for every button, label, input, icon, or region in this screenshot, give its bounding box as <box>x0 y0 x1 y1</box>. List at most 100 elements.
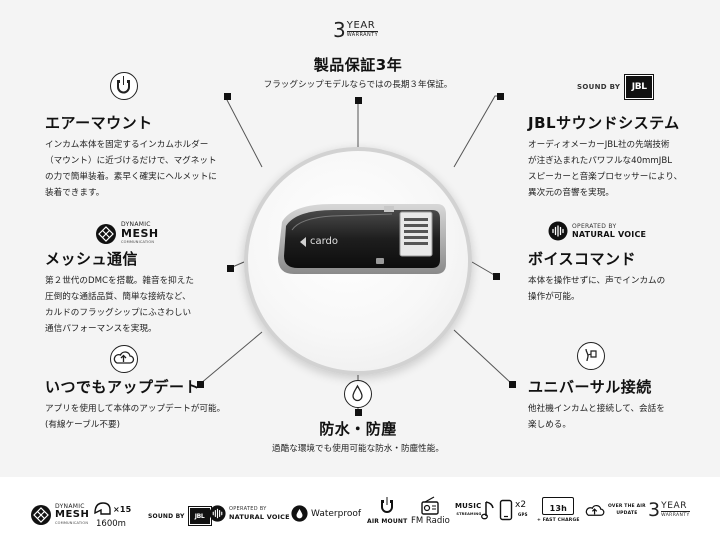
air-mount-desc-line: （マウント）に近づけるだけで、マグネット <box>45 156 217 166</box>
jbl-badge: JBL <box>626 76 653 98</box>
sound-by-jbl-logo: SOUND BY JBL <box>577 74 655 100</box>
air-mount-desc-line: 装着できます。 <box>45 188 105 198</box>
operated-by-text: OPERATED BY <box>572 222 617 230</box>
feature-panel: 3 YEAR WARRANTY 製品保証3年 フラッグシップモデルならではの長期… <box>0 0 720 477</box>
air-mount-desc-line: の力で簡単装着。素早く確実にヘルメットに <box>45 172 217 182</box>
connector-dot <box>224 93 231 100</box>
jbl-desc-line: が注ぎ込まれたパワフルな40mmJBL <box>528 156 673 166</box>
sound-by-text: SOUND BY <box>577 83 621 91</box>
footer-warranty-number: 3 <box>648 499 661 521</box>
footer-air-mount-text: AIR MOUNT <box>367 518 408 525</box>
footer-mesh-tiny: COMMUNICATION <box>55 521 89 525</box>
connector-dot <box>493 273 500 280</box>
footer-fm-radio: FM Radio <box>411 496 450 526</box>
footer-mesh-logo: DYNAMIC MESH COMMUNICATION <box>30 503 89 527</box>
radio-icon <box>421 496 440 515</box>
dynamic-mesh-logo: DYNAMIC MESH COMMUNICATION <box>95 220 159 247</box>
footer-air-mount: AIR MOUNT <box>367 496 407 525</box>
jbl-title: JBLサウンドシステム <box>528 114 680 132</box>
universal-connect-icon <box>577 342 605 370</box>
cloud-update-icon <box>585 504 605 516</box>
natural-voice-text: NATURAL VOICE <box>572 229 647 239</box>
universal-block: ユニバーサル接続 他社機インカムと接続して、会話を 楽しめる。 <box>528 376 665 433</box>
footer-natural-voice-text: NATURAL VOICE <box>229 513 290 521</box>
footer-mesh-big: MESH <box>55 509 90 520</box>
phone-icon <box>499 499 513 521</box>
waterproof-title: 防水・防塵 <box>319 420 397 438</box>
warranty-block: 製品保証3年 フラッグシップモデルならではの長期３年保証。 <box>258 54 458 93</box>
update-title: いつでもアップデート <box>45 378 201 396</box>
voice-desc-line: 本体を操作せずに、声でインカムの <box>528 276 666 286</box>
connector-dot <box>355 409 362 416</box>
device-brand-text: cardo <box>310 236 338 247</box>
jbl-desc-line: 異次元の音響を実現。 <box>528 188 614 198</box>
update-desc-line: (有線ケーブル不要) <box>45 420 120 430</box>
air-mount-desc-line: インカム本体を固定するインカムホルダー <box>45 140 209 150</box>
voice-wave-icon <box>548 221 568 241</box>
footer-battery-hours: 13h <box>549 504 568 513</box>
footer-waterproof: Waterproof <box>291 505 361 522</box>
range-distance: 1600m <box>96 519 126 529</box>
connector-dot <box>197 381 204 388</box>
voice-wave-icon <box>209 505 226 522</box>
warranty-title: 製品保証3年 <box>313 56 403 74</box>
footer-warranty: 3 YEAR WARRANTY <box>648 501 690 520</box>
footer-sound-by: SOUND BY <box>148 512 185 520</box>
waterproof-desc: 過酷な環境でも使用可能な防水・防塵性能。 <box>272 444 444 454</box>
jbl-desc-line: オーディオメーカーJBL社の先端技術 <box>528 140 670 150</box>
update-block: いつでもアップデート アプリを使用して本体のアップデートが可能。 (有線ケーブル… <box>45 376 225 433</box>
mesh-title: メッシュ通信 <box>45 250 139 268</box>
air-mount-title: エアーマウント <box>45 114 153 132</box>
update-desc-line: アプリを使用して本体のアップデートが可能。 <box>45 404 226 414</box>
waterproof-block: 防水・防塵 過酷な環境でも使用可能な防水・防塵性能。 <box>258 418 458 457</box>
magnet-icon <box>381 497 394 513</box>
warranty-years-number: 3 <box>333 18 346 42</box>
footer-gps: x2 GPS <box>499 499 528 521</box>
footer-music-text: MUSIC <box>455 502 482 510</box>
mesh-desc-line: カルドのフラッグシップにふさわしい <box>45 308 192 318</box>
voice-title: ボイスコマンド <box>528 250 637 268</box>
footer-jbl-badge: JBL <box>189 508 210 524</box>
helmet-icon <box>94 502 111 515</box>
footer-fm-radio-text: FM Radio <box>411 516 450 526</box>
connector-dot <box>497 93 504 100</box>
mesh-logo-big: MESH <box>121 227 159 240</box>
footer-gps-text: GPS <box>518 512 528 517</box>
cardo-device-image: cardo <box>278 204 446 274</box>
footer-warranty-year: YEAR <box>661 501 688 511</box>
mesh-block: メッシュ通信 第２世代のDMCを搭載。雑音を抑えた 圧倒的な通話品質、簡単な接続… <box>45 248 194 337</box>
water-drop-icon <box>291 505 308 522</box>
cloud-update-icon <box>110 345 138 373</box>
footer-jbl: SOUND BY JBL <box>148 506 212 526</box>
feature-icon-strip: DYNAMIC MESH COMMUNICATION ×15 1600m SOU… <box>0 477 720 554</box>
mesh-logo-small: DYNAMIC <box>121 221 151 228</box>
footer-ota-line1: OVER THE AIR <box>608 504 646 509</box>
footer-ota-update: OVER THE AIR UPDATE <box>584 501 646 519</box>
footer-mesh-small: DYNAMIC <box>55 503 85 510</box>
music-note-icon <box>481 501 495 520</box>
footer-warranty-word: WARRANTY <box>661 511 690 518</box>
mesh-desc-line: 圧倒的な通話品質、簡単な接続など、 <box>45 292 191 302</box>
voice-block: ボイスコマンド 本体を操作せずに、声でインカムの 操作が可能。 <box>528 248 665 305</box>
voice-desc-line: 操作が可能。 <box>528 292 580 302</box>
mesh-desc-line: 通信パフォーマンスを実現。 <box>45 324 157 334</box>
footer-music-streaming: MUSIC STREAMING <box>455 499 495 521</box>
footer-streaming-text: STREAMING <box>456 512 482 516</box>
footer-fast-charge: + FAST CHARGE <box>537 518 580 523</box>
magnet-icon <box>110 72 138 100</box>
footer-operated-by: OPERATED BY <box>229 506 267 512</box>
warranty-year-word: YEAR <box>346 20 376 31</box>
universal-desc-line: 他社機インカムと接続して、会話を <box>528 404 665 414</box>
warranty-desc: フラッグシップモデルならではの長期３年保証。 <box>263 80 453 90</box>
footer-natural-voice: OPERATED BY NATURAL VOICE <box>209 505 290 522</box>
footer-battery: 13h + FAST CHARGE <box>537 497 580 523</box>
jbl-block: JBLサウンドシステム オーディオメーカーJBL社の先端技術 が注ぎ込まれたパワ… <box>528 112 682 201</box>
universal-title: ユニバーサル接続 <box>528 378 652 396</box>
mesh-icon <box>96 223 116 244</box>
footer-waterproof-text: Waterproof <box>311 508 362 519</box>
cardo-logo-icon <box>300 237 306 247</box>
connector-dot <box>509 381 516 388</box>
air-mount-block: エアーマウント インカム本体を固定するインカムホルダー （マウント）に近づけるだ… <box>45 112 217 201</box>
mesh-logo-tiny: COMMUNICATION <box>121 240 155 244</box>
footer-gps-count: x2 <box>515 500 527 510</box>
